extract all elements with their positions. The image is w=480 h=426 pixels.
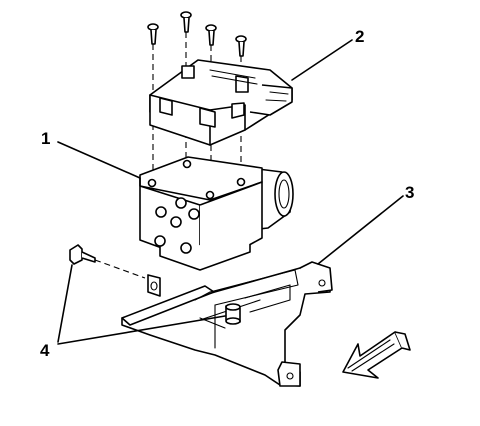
mounting-bracket	[121, 261, 333, 387]
callout-1: 1	[41, 129, 51, 148]
hydraulic-block	[139, 156, 294, 271]
bolt-icon	[69, 244, 146, 279]
callout-2: 2	[355, 27, 365, 46]
screw-icon	[147, 23, 159, 45]
screw-icon	[235, 35, 247, 57]
callout-4: 4	[40, 341, 50, 360]
leader-lines	[57, 39, 404, 345]
direction-arrow-icon	[342, 331, 411, 379]
callout-3: 3	[405, 183, 415, 202]
control-module	[149, 59, 293, 146]
screw-icon	[180, 11, 192, 33]
screw-icon	[205, 24, 217, 46]
